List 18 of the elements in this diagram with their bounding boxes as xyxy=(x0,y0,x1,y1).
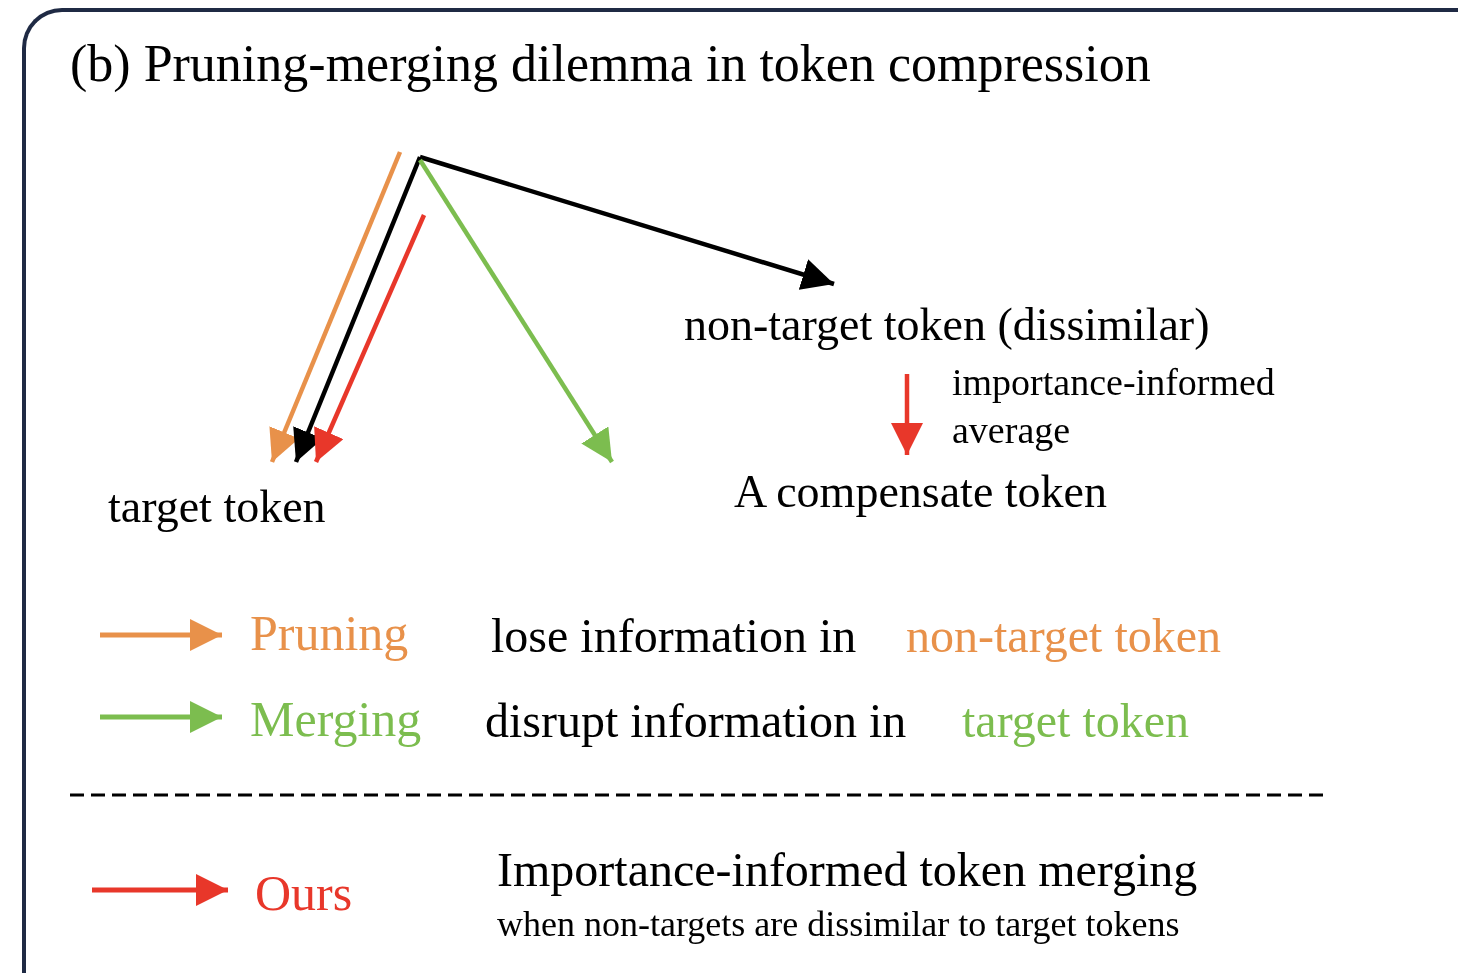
arrow xyxy=(419,154,835,290)
note-text: disrupt information in xyxy=(485,693,907,748)
arrow xyxy=(891,374,923,455)
token-label: target token xyxy=(108,462,326,532)
note-text: Importance-informed token merging xyxy=(497,842,1198,897)
note-text: target token xyxy=(962,693,1190,748)
legend-text: Merging xyxy=(250,690,422,748)
legend-text: Ours xyxy=(255,864,353,922)
arrow xyxy=(313,214,427,463)
note-text: non-target token xyxy=(906,608,1222,663)
legend-text: Pruning xyxy=(250,604,409,662)
token-label: A compensate token xyxy=(734,455,1107,525)
note-text: when non-targets are dissimilar to target tokens xyxy=(497,903,1180,945)
arrow xyxy=(269,151,403,463)
note-text: lose information in xyxy=(491,608,857,663)
arrow xyxy=(293,156,423,463)
edge-label: importance-informed average xyxy=(952,360,1276,453)
diagram-title: (b) Pruning-merging dilemma in token compression xyxy=(70,34,1151,93)
